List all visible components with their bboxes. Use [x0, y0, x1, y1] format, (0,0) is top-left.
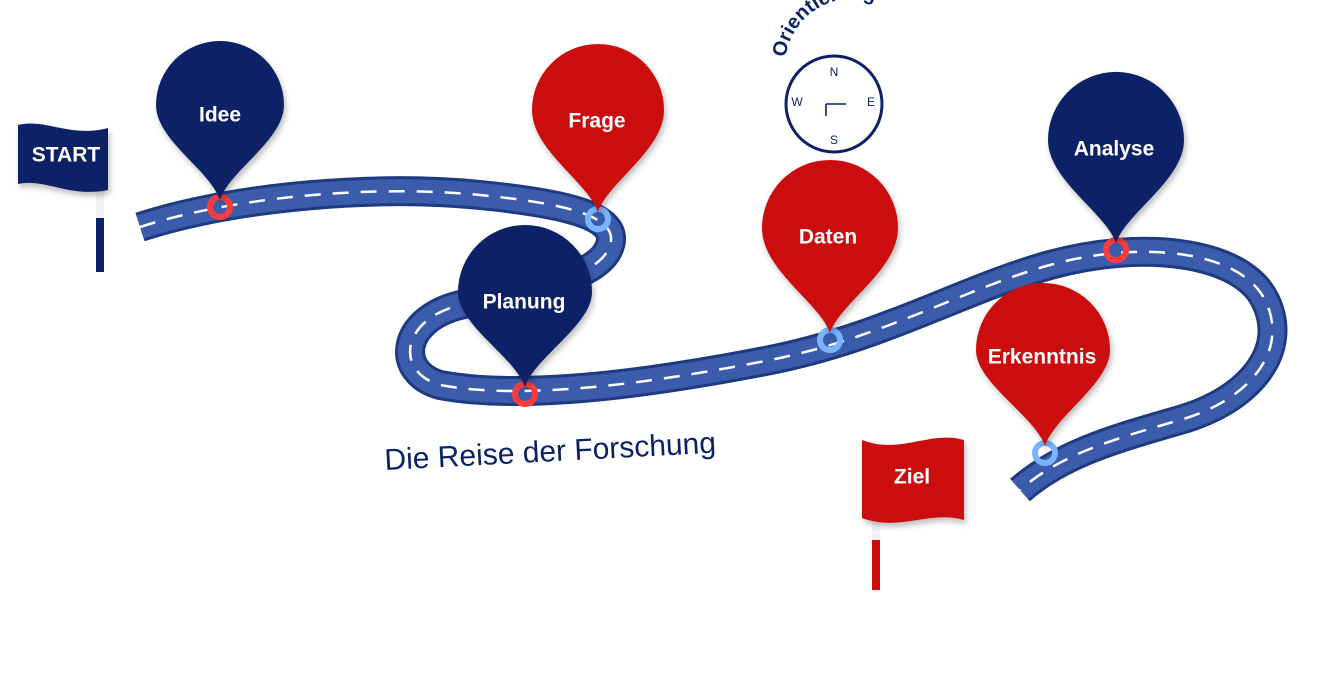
start-flag: START	[18, 123, 108, 272]
compass-south: S	[830, 133, 838, 147]
goal-flag-label: Ziel	[894, 466, 930, 489]
pin-frage-shape	[532, 44, 664, 212]
start-flag-pole	[96, 218, 104, 272]
compass: Orientierung N E S W	[769, 0, 884, 154]
pin-idee: Idee	[156, 41, 284, 220]
compass-north: N	[830, 65, 839, 79]
pin-planung-shape	[458, 225, 592, 387]
milestone-pins: Idee Frage Planung Daten Analyse Erkennt…	[156, 41, 1184, 466]
pin-daten-shape	[762, 160, 898, 333]
compass-needle	[825, 103, 846, 116]
pin-daten-label: Daten	[799, 226, 857, 249]
compass-east: E	[867, 95, 875, 109]
goal-flag-pole-top	[872, 515, 880, 540]
pin-erkenntnis: Erkenntnis	[976, 283, 1110, 466]
pin-analyse-shape	[1047, 71, 1184, 243]
goal-flag-cloth	[862, 437, 964, 523]
pin-frage: Frage	[532, 44, 664, 232]
pin-idee-label: Idee	[199, 104, 241, 127]
pin-idee-shape	[156, 41, 284, 200]
pin-planung-label: Planung	[483, 291, 566, 314]
start-flag-label: START	[32, 144, 101, 167]
compass-title: Orientierung	[769, 0, 879, 59]
pin-analyse-label: Analyse	[1074, 138, 1155, 161]
pin-planung: Planung	[458, 225, 592, 407]
compass-west: W	[791, 95, 803, 109]
goal-flag-pole	[872, 540, 880, 590]
pin-analyse: Analyse	[1047, 71, 1184, 263]
pin-erkenntnis-label: Erkenntnis	[988, 346, 1097, 369]
start-flag-cloth	[18, 123, 108, 192]
goal-flag: Ziel	[862, 437, 964, 590]
pin-frage-label: Frage	[568, 110, 625, 133]
pin-daten: Daten	[762, 160, 898, 353]
road-lane-markings	[139, 190, 1274, 491]
start-flag-pole-top	[96, 190, 104, 218]
pin-erkenntnis-shape	[976, 283, 1110, 446]
diagram-title: Die Reise der Forschung	[384, 427, 717, 477]
road	[135, 176, 1288, 502]
